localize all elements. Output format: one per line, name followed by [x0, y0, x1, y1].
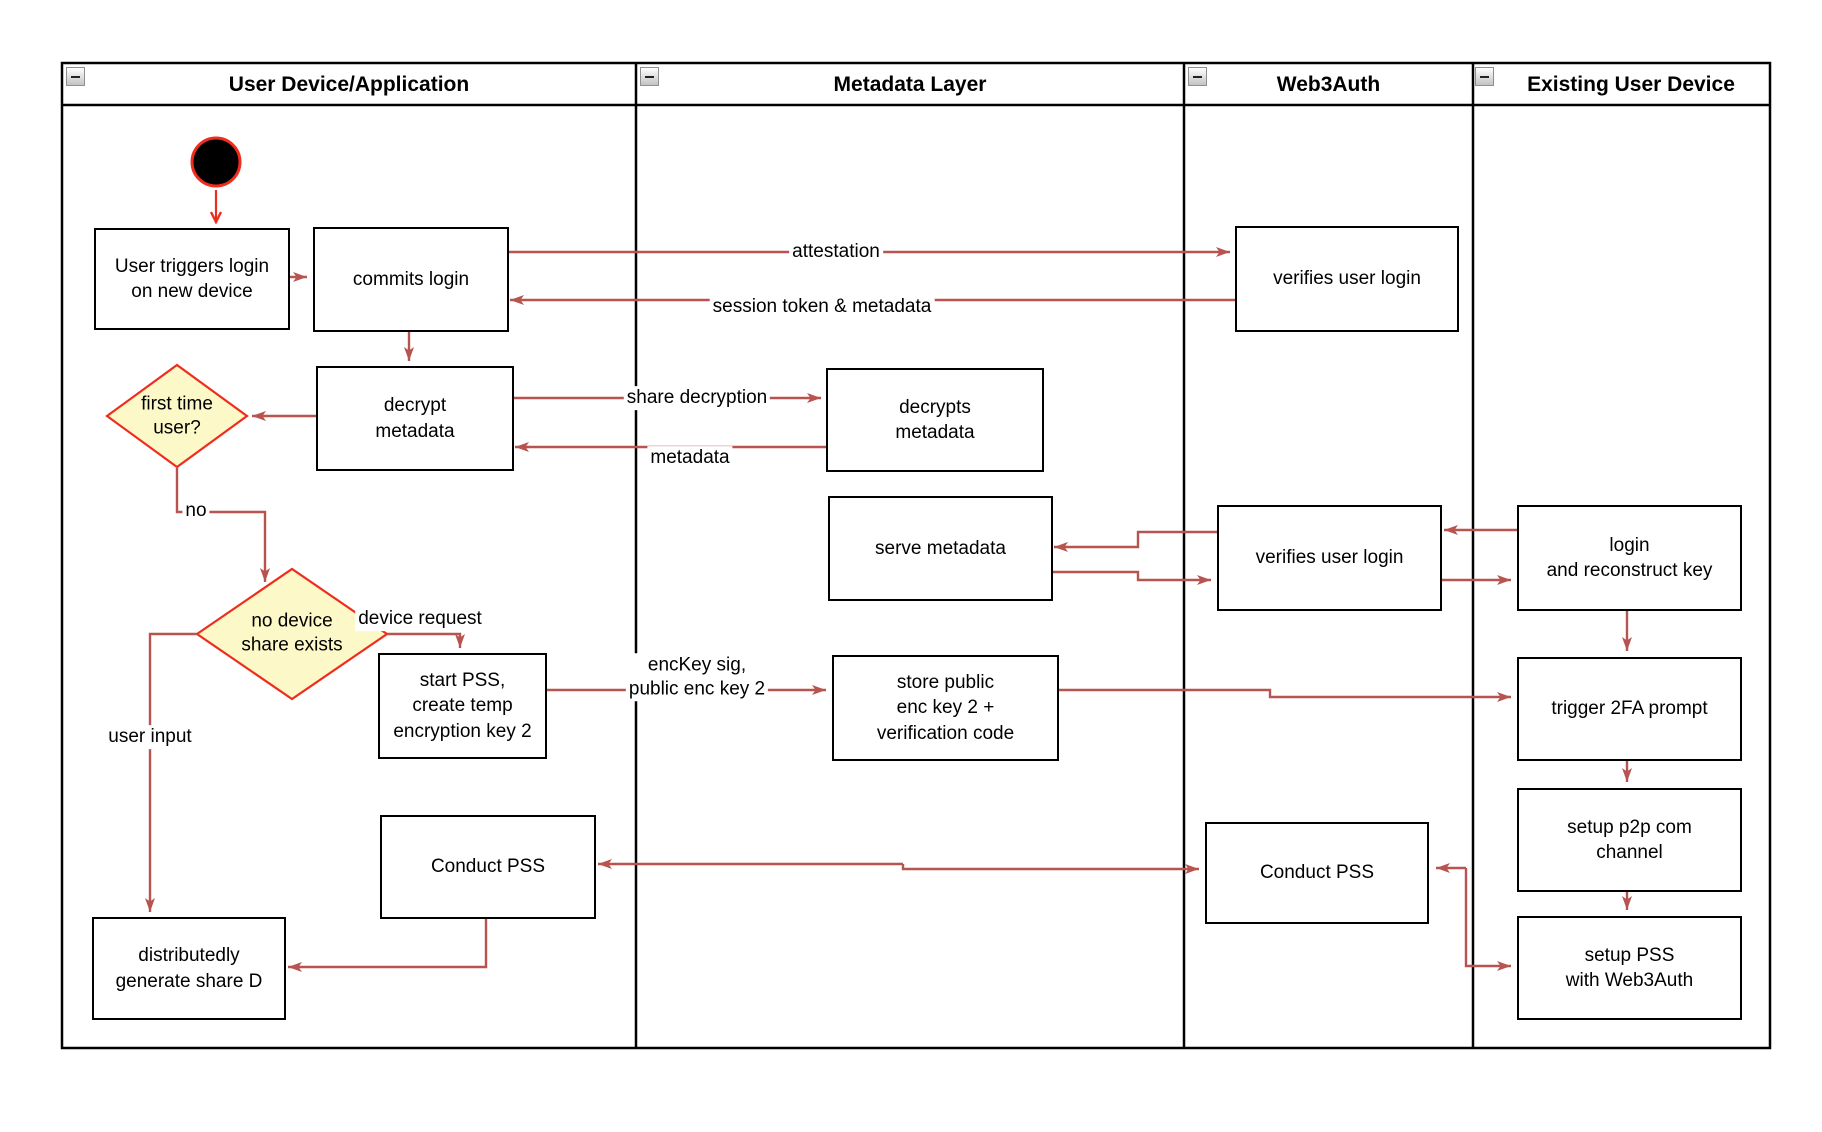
lane-header-user-device: User Device/Application	[228, 72, 470, 96]
minus-icon	[71, 75, 80, 78]
node-conduct-pss-user: Conduct PSS	[380, 815, 596, 919]
node-store-public-key: store public enc key 2 + verification co…	[832, 655, 1059, 761]
node-start-pss: start PSS, create temp encryption key 2	[378, 653, 547, 759]
node-decrypts-metadata: decrypts metadata	[826, 368, 1044, 472]
edge-label-share-decryption: share decryption	[623, 386, 771, 410]
edge-label-attestation: attestation	[789, 240, 883, 264]
edge-store-to-2fa	[1055, 688, 1511, 702]
collapse-icon[interactable]	[66, 67, 85, 86]
edge-conduct-to-distributedly	[288, 915, 488, 972]
minus-icon	[1193, 75, 1202, 78]
node-commits-login: commits login	[313, 227, 509, 332]
node-trigger-2fa: trigger 2FA prompt	[1517, 657, 1742, 761]
collapse-icon[interactable]	[1475, 67, 1494, 86]
node-verifies-user-login-top: verifies user login	[1235, 226, 1459, 332]
edge-device-request	[387, 632, 465, 648]
edge-conduct-pss-right	[901, 864, 1199, 874]
edge-label-metadata: metadata	[647, 446, 733, 470]
node-verifies-user-login-mid: verifies user login	[1217, 505, 1442, 611]
start-node	[190, 136, 242, 188]
node-user-triggers-login: User triggers login on new device	[94, 228, 290, 330]
node-conduct-pss-w3a: Conduct PSS	[1205, 822, 1429, 924]
lane-header-metadata-layer: Metadata Layer	[833, 72, 987, 96]
minus-icon	[645, 75, 654, 78]
edge-to-setup-pss	[1464, 868, 1511, 971]
collapse-icon[interactable]	[640, 67, 659, 86]
minus-icon	[1480, 75, 1489, 78]
swimlane-frame	[60, 61, 1772, 1050]
label-no-device-share: no device share exists	[241, 610, 343, 655]
node-login-reconstruct-key: login and reconstruct key	[1517, 505, 1742, 611]
edge-serve-to-verifies	[1049, 570, 1211, 585]
node-setup-pss: setup PSS with Web3Auth	[1517, 916, 1742, 1020]
edge-label-session-token: session token & metadata	[709, 295, 935, 319]
lane-header-existing-device: Existing User Device	[1527, 72, 1735, 96]
node-distributedly-generate: distributedly generate share D	[92, 917, 286, 1020]
node-decrypt-metadata: decrypt metadata	[316, 366, 514, 471]
label-first-time-user: first time user?	[141, 393, 213, 438]
edge-user-input	[145, 632, 197, 912]
frame-outline	[60, 61, 1772, 1050]
edge-label-enckey: encKey sig, public enc key 2	[625, 653, 769, 701]
lane-header-web3auth: Web3Auth	[1276, 72, 1381, 96]
edge-label-no: no	[182, 499, 210, 523]
node-serve-metadata: serve metadata	[828, 496, 1053, 601]
edge-verifies-to-serve	[1054, 530, 1217, 552]
decision-first-time-user	[105, 363, 249, 469]
edge-no-branch	[175, 467, 270, 582]
node-setup-p2p: setup p2p com channel	[1517, 788, 1742, 892]
edge-label-device-request: device request	[355, 607, 485, 631]
collapse-icon[interactable]	[1188, 67, 1207, 86]
edge-label-user-input: user input	[105, 725, 195, 749]
